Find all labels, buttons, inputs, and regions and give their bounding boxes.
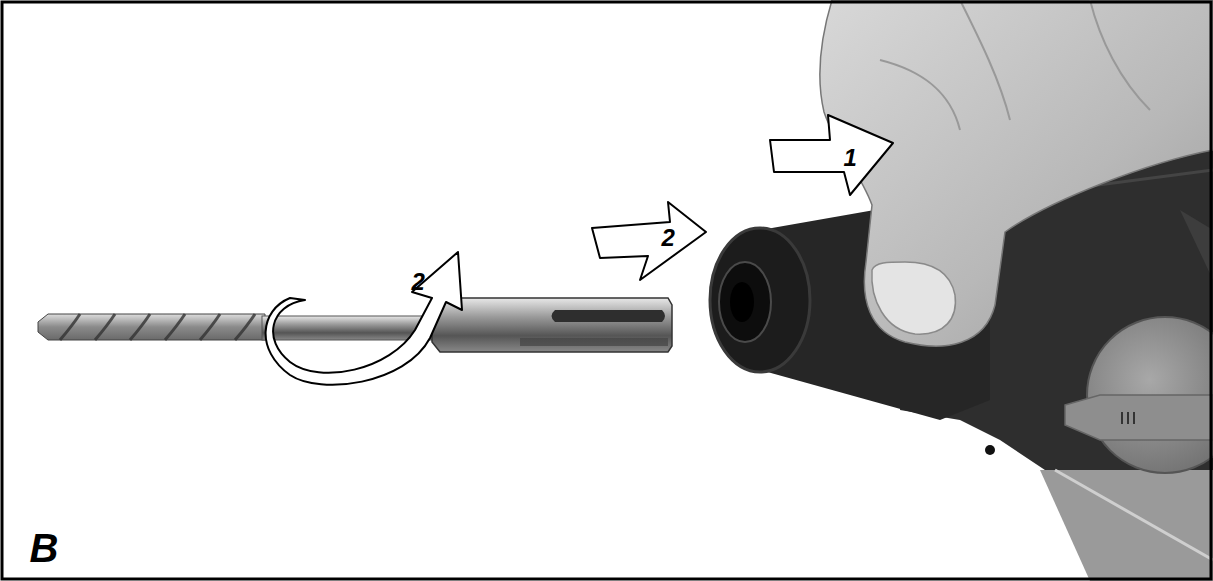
callout-number: 2 [412,270,425,294]
figure-letter: B [30,528,59,568]
press-arrow [770,115,893,195]
callout-number: 1 [844,146,857,170]
insertion-arrow [592,202,706,280]
callout-number: 2 [662,226,675,250]
hand [820,0,1213,346]
rotation-arrow [266,252,462,385]
drill-bit [38,298,672,352]
